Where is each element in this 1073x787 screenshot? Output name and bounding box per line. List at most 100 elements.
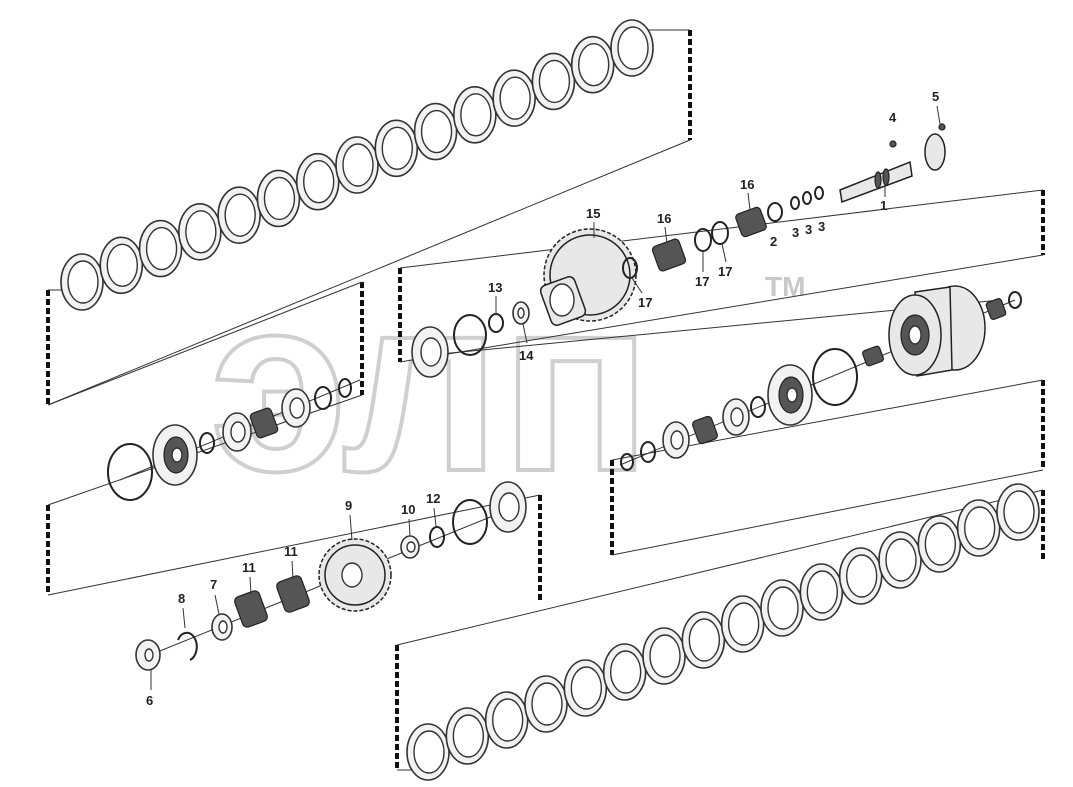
leader-line xyxy=(349,514,353,541)
label-17: 17 xyxy=(718,264,732,279)
clutch-disc-bore xyxy=(885,538,917,582)
seal-ring xyxy=(452,499,488,545)
washer-bore xyxy=(230,421,246,443)
seal-ring xyxy=(812,348,858,406)
snap-ring-17 xyxy=(622,257,638,279)
leader-line xyxy=(664,226,668,244)
piston-bore xyxy=(171,447,183,463)
circlip-8 xyxy=(177,631,198,661)
clutch-disc-bore xyxy=(106,243,138,287)
bearing-16 xyxy=(651,238,687,272)
label-17: 17 xyxy=(695,274,709,289)
washer-bore xyxy=(218,620,228,634)
snap-ring xyxy=(338,378,352,398)
label-16: 16 xyxy=(657,211,671,226)
snap-ring xyxy=(620,453,634,471)
lower-clutch-disc-pack xyxy=(395,483,1045,781)
snap-ring-17 xyxy=(711,221,729,245)
label-3: 3 xyxy=(818,219,825,234)
clutch-disc-bore xyxy=(224,193,256,237)
clutch-disc-bore xyxy=(413,730,445,774)
right-middle-assembly xyxy=(610,285,1045,556)
clutch-disc-bore xyxy=(617,26,649,70)
label-11: 11 xyxy=(242,560,256,575)
needle-bearing xyxy=(249,407,279,439)
snap-ring xyxy=(314,386,332,410)
snap-ring-13 xyxy=(488,313,504,333)
leader-line xyxy=(721,243,727,263)
label-15: 15 xyxy=(586,206,600,221)
clutch-disc-bore xyxy=(924,522,957,566)
guide-line xyxy=(399,189,1044,269)
guide-line xyxy=(611,469,1044,556)
o-ring-3 xyxy=(814,186,824,200)
label-2: 2 xyxy=(770,234,777,249)
washer-bore xyxy=(289,397,305,419)
bearing xyxy=(985,298,1007,320)
bearing-16 xyxy=(735,206,767,238)
lower-gear-group xyxy=(135,481,527,671)
leader-line xyxy=(631,277,643,294)
snap-ring-12 xyxy=(429,526,445,548)
clutch-disc-bore xyxy=(185,210,217,254)
leader-line xyxy=(522,323,528,344)
shaft-groove xyxy=(874,171,882,189)
pin-4 xyxy=(889,140,897,148)
label-3: 3 xyxy=(805,222,812,237)
guide-line xyxy=(47,281,363,406)
clutch-disc-bore xyxy=(806,570,839,614)
plate-bore xyxy=(498,492,520,522)
bearing xyxy=(862,345,884,367)
clutch-discs xyxy=(406,483,1040,781)
piston-bore xyxy=(786,387,798,403)
label-13: 13 xyxy=(488,280,502,295)
clutch-disc-bore xyxy=(342,143,374,187)
clutch-disc-bore xyxy=(649,634,681,678)
washer-bore xyxy=(730,407,744,427)
label-8: 8 xyxy=(178,591,185,606)
leader-line xyxy=(433,507,437,527)
gear-15-bore xyxy=(549,283,575,317)
label-4: 4 xyxy=(889,110,897,125)
bearing-11 xyxy=(234,590,268,628)
label-12: 12 xyxy=(426,491,440,506)
shaft-1-flange xyxy=(924,133,946,171)
clutch-disc-bore xyxy=(609,650,642,694)
label-17: 17 xyxy=(638,295,652,310)
clutch-disc-bore xyxy=(381,126,413,170)
label-10: 10 xyxy=(401,502,415,517)
watermark: элп TM xyxy=(208,242,805,525)
snap-ring xyxy=(1008,291,1022,309)
gear-9-bore xyxy=(341,562,363,588)
shaft-groove xyxy=(882,168,890,186)
leader-line xyxy=(249,576,252,595)
leader-line xyxy=(182,607,186,629)
guide-line xyxy=(47,494,541,596)
clutch-disc-bore xyxy=(1003,490,1035,534)
leader-line xyxy=(936,105,941,125)
needle-bearing xyxy=(692,415,718,445)
clutch-disc-bore xyxy=(688,618,721,662)
clutch-disc-bore xyxy=(578,43,610,87)
clutch-drum-bore xyxy=(908,325,922,345)
clutch-disc-bore xyxy=(499,76,531,120)
washer-bore xyxy=(517,307,525,319)
label-3: 3 xyxy=(792,225,799,240)
label-14: 14 xyxy=(519,348,534,363)
leader-line xyxy=(747,192,751,211)
leader-line xyxy=(214,594,220,615)
clutch-disc-bore xyxy=(845,554,878,598)
clutch-disc-bore xyxy=(263,176,296,221)
clutch-disc-bore xyxy=(727,602,760,646)
snap-ring-17 xyxy=(694,228,712,252)
snap-ring xyxy=(750,396,766,418)
guide-line xyxy=(47,139,691,406)
washer-bore xyxy=(406,541,416,553)
watermark-trademark: TM xyxy=(765,271,805,302)
part-labels: 1 2 3 3 3 4 5 6 7 8 9 10 11 11 12 13 14 … xyxy=(146,89,941,708)
seal-ring xyxy=(453,314,487,356)
o-ring-3 xyxy=(802,191,812,205)
leader-line xyxy=(291,560,294,580)
clutch-disc-bore xyxy=(531,682,563,726)
